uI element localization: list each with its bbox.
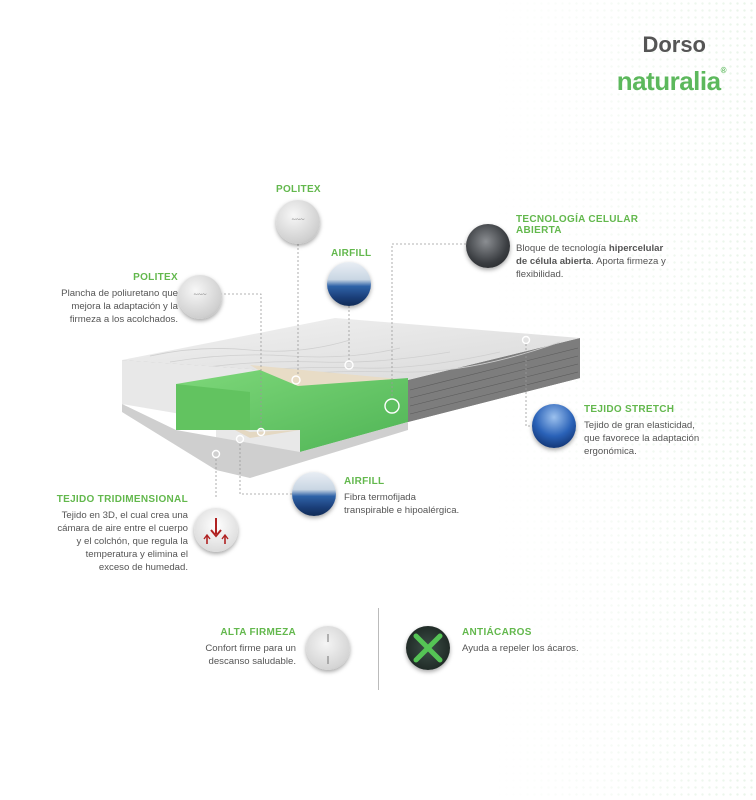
page-title: Dorso (642, 32, 706, 57)
acaros-line: Ayuda a repeler los ácaros. (462, 643, 579, 654)
politex-left-title: POLITEX (133, 272, 178, 283)
airfill-mid-line: Fibra termofijada (344, 492, 416, 503)
foam-step (176, 384, 250, 430)
mattress-top-quilt (122, 318, 580, 380)
airfill-fiber-icon (327, 262, 371, 306)
open-cell-foam-icon (466, 224, 510, 268)
politex-left-description: Plancha de poliuretano que mejora la ada… (20, 287, 178, 326)
airfill-top-title: AIRFILL (331, 248, 372, 259)
celular-line: flexibilidad. (516, 269, 564, 280)
celular-block: TECNOLOGÍA CELULAR ABIERTA Bloque de tec… (516, 214, 716, 281)
firmeza-line: descanso saludable. (208, 656, 296, 667)
stretch-description: Tejido de gran elasticidad, que favorece… (584, 419, 744, 458)
crossed-mite-icon (413, 633, 443, 663)
celular-title-line: ABIERTA (516, 225, 562, 236)
firmness-marks-icon (327, 634, 329, 664)
tridim-title: TEJIDO TRIDIMENSIONAL (56, 494, 188, 505)
pointer-markers (211, 335, 531, 459)
mattress-right-side-panel (408, 338, 580, 422)
politex-left-line: firmeza a los acolchados. (69, 314, 178, 325)
celular-bold-text: de célula abierta (516, 256, 592, 267)
firmeza-block: ALTA FIRMEZA Confort firme para un desca… (150, 627, 296, 668)
celular-description: Bloque de tecnología hipercelular de cél… (516, 242, 716, 281)
airfill-mid-block: AIRFILL Fibra termofijada transpirable e… (344, 476, 514, 517)
acaros-description: Ayuda a repeler los ácaros. (462, 642, 632, 655)
tridim-line: cámara de aire entre el cuerpo (57, 523, 188, 534)
airfill-mid-title: AIRFILL (344, 476, 385, 487)
airfill-mid-description: Fibra termofijada transpirable e hipoalé… (344, 491, 514, 517)
brand-logo: naturalia® (616, 66, 727, 97)
three-dimensional-fabric-icon (194, 508, 238, 552)
acaros-title: ANTIÁCAROS (462, 627, 532, 638)
celular-text: Bloque de tecnología (516, 243, 609, 254)
stretch-line: ergonómica. (584, 446, 637, 457)
politex-fabric-icon: ~~~ (276, 200, 320, 244)
airfill-fiber-icon (292, 472, 336, 516)
mattress-bottom-layer (122, 404, 408, 478)
stretch-line: que favorece la adaptación (584, 433, 700, 444)
background-dot-pattern (496, 0, 756, 800)
celular-line: Bloque de tecnología hipercelular (516, 242, 716, 255)
vertical-separator (378, 608, 379, 690)
airfill-mid-line: transpirable e hipoalérgica. (344, 505, 460, 516)
quilt-wave-lines (149, 339, 561, 377)
firmeza-description: Confort firme para un descanso saludable… (150, 642, 296, 668)
brand-logo-text: naturalia (616, 66, 721, 96)
stretch-title: TEJIDO STRETCH (584, 404, 675, 415)
politex-top-title: POLITEX (276, 184, 321, 195)
celular-bold-text: hipercelular (608, 243, 664, 254)
side-stitch-lines (409, 347, 579, 415)
firmeza-line: Confort firme para un (205, 643, 296, 654)
celular-line: de célula abierta. Aporta firmeza y (516, 255, 716, 268)
stretch-line: Tejido de gran elasticidad, (584, 420, 695, 431)
high-firmness-icon (306, 626, 350, 670)
politex-left-block: POLITEX Plancha de poliuretano que mejor… (20, 272, 178, 326)
stretch-block: TEJIDO STRETCH Tejido de gran elasticida… (584, 404, 744, 458)
tridim-description: Tejido en 3D, el cual crea una cámara de… (20, 509, 188, 574)
acaros-block: ANTIÁCAROS Ayuda a repeler los ácaros. (462, 627, 632, 655)
firmeza-title: ALTA FIRMEZA (220, 627, 296, 638)
registered-mark-icon: ® (720, 66, 727, 75)
airflow-arrows-icon (203, 518, 229, 544)
politex-left-line: Plancha de poliuretano que (61, 288, 178, 299)
politex-left-line: mejora la adaptación y la (71, 301, 178, 312)
tridim-line: exceso de humedad. (98, 562, 188, 573)
celular-text: . Aporta firmeza y (591, 256, 666, 267)
stretch-fabric-icon (532, 404, 576, 448)
tridim-line: Tejido en 3D, el cual crea una (61, 510, 188, 521)
tridim-line: temperatura y elimina el (85, 549, 188, 560)
celular-title-line: TECNOLOGÍA CELULAR (516, 214, 639, 225)
celular-title: TECNOLOGÍA CELULAR ABIERTA (516, 214, 716, 236)
tridim-line: y el colchón, que regula la (76, 536, 188, 547)
politex-fabric-icon: ~~~ (178, 275, 222, 319)
anti-mite-icon (406, 626, 450, 670)
tridim-block: TEJIDO TRIDIMENSIONAL Tejido en 3D, el c… (20, 494, 188, 574)
